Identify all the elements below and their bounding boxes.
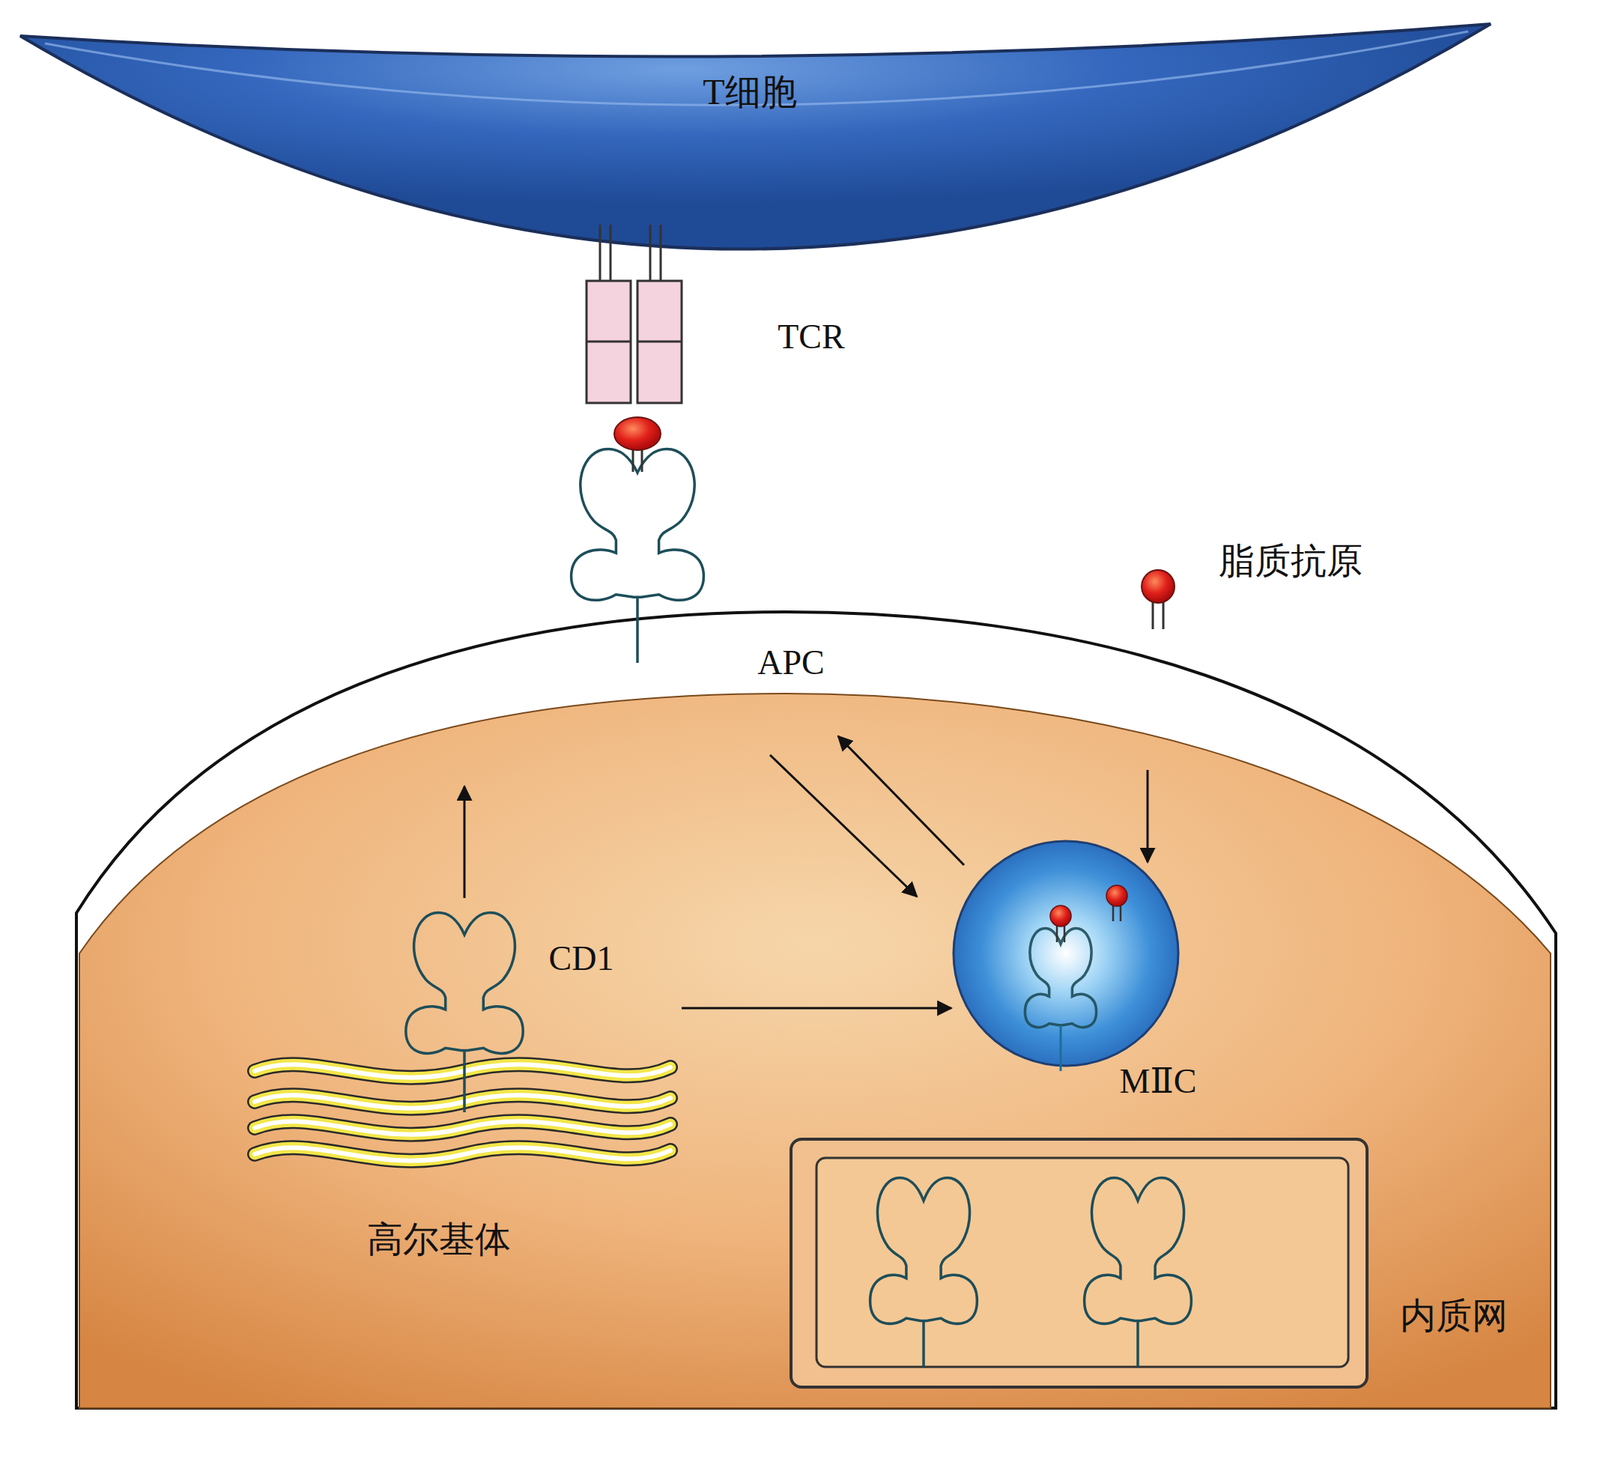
node-text: MⅡC [1119, 1062, 1198, 1102]
tcr-receptor [586, 224, 682, 403]
node-text: 高尔基体 [367, 1220, 511, 1260]
flow-arrow [681, 1007, 952, 1010]
node-text: APC [757, 644, 824, 683]
er-compartment [791, 1139, 1368, 1388]
antigen-label: 脂质抗原 [1218, 541, 1363, 582]
miic-vesicle [953, 841, 1179, 1072]
lipid-antigen-icon [1141, 570, 1175, 630]
apc-cell-shape [76, 611, 1556, 1409]
node-text: T细胞 [702, 72, 797, 113]
surface-cd1 [571, 417, 705, 663]
t-cell-shape [20, 23, 1491, 250]
cell-label-box: T细胞 [20, 20, 1495, 260]
traffic-arrows [464, 736, 1148, 899]
golgi-cd1 [405, 912, 523, 1113]
node-text: 内质网 [1400, 1296, 1508, 1337]
organelle-box: MⅡC [951, 838, 1221, 1117]
receptor-label: TCR [777, 318, 845, 357]
golgi-stack [254, 1064, 671, 1161]
cell-label-box: APC 高尔基体 MⅡC 内质网 [56, 606, 1562, 1412]
organelle-box: 高尔基体 [247, 973, 682, 1274]
organelle-box: 内质网 [786, 1134, 1529, 1394]
molecule-label: CD1 [549, 940, 615, 979]
